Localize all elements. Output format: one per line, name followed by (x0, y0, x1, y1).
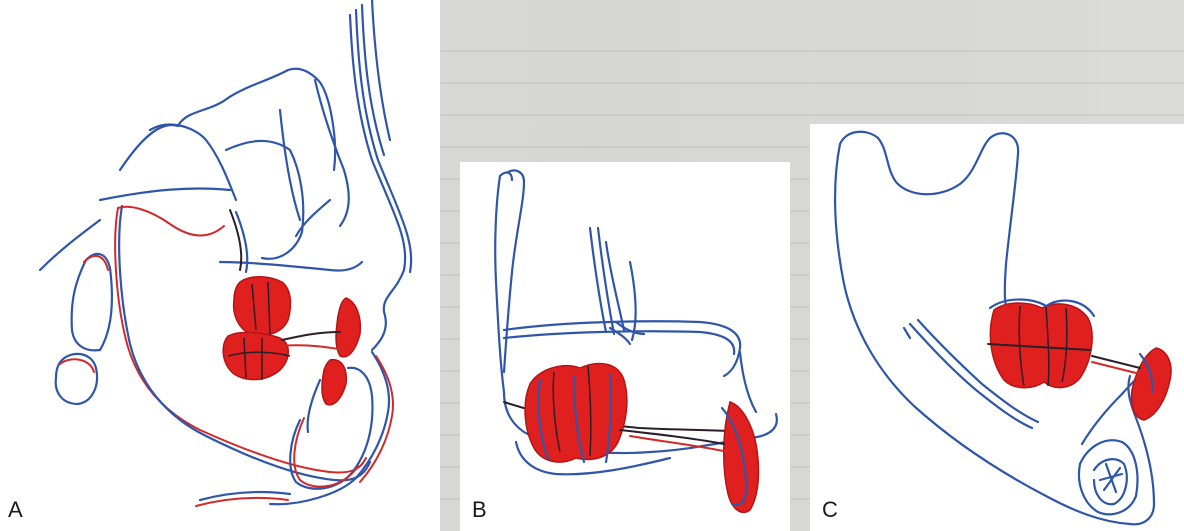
upper-incisor (336, 298, 360, 357)
pterygomaxillary-outline (504, 170, 524, 372)
cranial-base-outline (120, 69, 335, 170)
mandible-outline-c (840, 132, 1018, 320)
palatal-outline (504, 321, 740, 376)
cervical-vertebra-lower (56, 354, 97, 404)
lower-incisor (322, 360, 346, 405)
panel-b: B (460, 162, 790, 531)
panel-a-drawing (0, 0, 440, 531)
cervical-vertebra-upper (72, 254, 112, 350)
lower-incisor-c (1132, 348, 1172, 420)
lower-molars (223, 332, 288, 379)
panel-b-drawing (460, 162, 790, 531)
panel-label-b: B (472, 499, 487, 521)
panel-c-drawing (810, 124, 1184, 531)
panel-label-a: A (8, 499, 23, 521)
panel-label-c: C (822, 499, 838, 521)
upper-molars (234, 277, 291, 336)
panel-a: A (0, 0, 440, 531)
panel-c: C (810, 124, 1184, 531)
